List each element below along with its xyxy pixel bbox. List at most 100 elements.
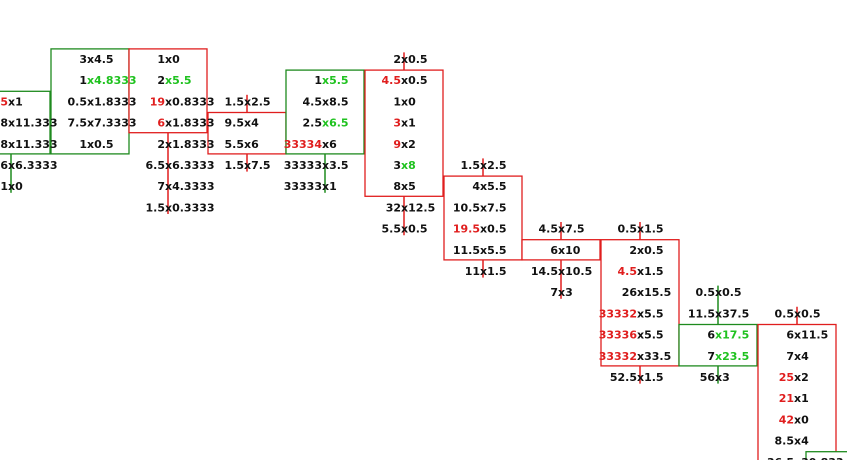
ask-volume-label: x6 (244, 138, 259, 151)
ask-volume-label: x1 (401, 117, 416, 130)
ask-volume-label: x4 (244, 117, 259, 130)
ask-volume-label: x4 (794, 350, 809, 363)
bid-volume-label: 2 (393, 53, 401, 66)
ask-volume-label: x0.5 (401, 74, 428, 87)
bid-volume-label: 6 (550, 244, 558, 257)
bid-volume-label: 33332 (599, 307, 637, 320)
ask-volume-label: x4.3333 (165, 180, 215, 193)
bid-volume-label: 6 (157, 117, 165, 130)
bid-volume-label: 11 (465, 265, 480, 278)
bid-volume-label: 2 (157, 138, 165, 151)
ask-volume-label: x6.3333 (8, 159, 58, 172)
bid-volume-label: 26 (622, 286, 638, 299)
ask-volume-label: x3.5 (322, 159, 349, 172)
bid-volume-label: 3 (79, 53, 87, 66)
bid-volume-label: 14.5 (531, 265, 558, 278)
bid-volume-label: 2 (629, 244, 637, 257)
ask-volume-label: x11.333 (8, 138, 58, 151)
bid-volume-label: 8 (0, 117, 8, 130)
ask-volume-label: x11.333 (8, 117, 58, 130)
ask-volume-label: x5.5 (322, 74, 349, 87)
bid-volume-label: 7.5 (68, 117, 88, 130)
bid-volume-label: 4.5 (303, 95, 323, 108)
ask-volume-label: x3 (558, 286, 573, 299)
ask-volume-label: x11.5 (794, 329, 828, 342)
ask-volume-label: x3 (715, 371, 730, 384)
candle-body (50, 48, 130, 155)
bid-volume-label: 19 (150, 95, 165, 108)
bid-volume-label: 1 (79, 138, 87, 151)
bid-volume-label: 8 (393, 180, 401, 193)
candle-body (678, 323, 758, 367)
bid-volume-label: 7 (157, 180, 165, 193)
bid-volume-label: 21 (779, 392, 794, 405)
bid-volume-label: 33333 (284, 159, 322, 172)
ask-volume-label: x4.8333 (87, 74, 137, 87)
bid-volume-label: 56 (700, 371, 716, 384)
ask-volume-label: x5 (401, 180, 416, 193)
bid-volume-label: 1 (157, 53, 165, 66)
bid-volume-label: 25 (779, 371, 794, 384)
ask-volume-label: x0.5 (715, 286, 742, 299)
ask-volume-label: x5.5 (637, 307, 664, 320)
ask-volume-label: x2 (401, 138, 416, 151)
ask-volume-label: x1.5 (637, 223, 664, 236)
ask-volume-label: x1.8333 (165, 117, 215, 130)
bid-volume-label: 5 (0, 95, 8, 108)
ask-volume-label: x30.833 (794, 456, 844, 460)
bid-volume-label: 4.5 (539, 223, 559, 236)
bid-volume-label: 2 (157, 74, 165, 87)
candle-body (805, 451, 847, 460)
ask-volume-label: x1 (322, 180, 337, 193)
ask-volume-label: x1 (8, 95, 23, 108)
bid-volume-label: 0.5 (68, 95, 88, 108)
bid-volume-label: 1.5 (225, 159, 245, 172)
bid-volume-label: 33333 (284, 180, 322, 193)
ask-volume-label: x1.5 (637, 371, 664, 384)
bid-volume-label: 1 (314, 74, 322, 87)
ask-volume-label: x8 (401, 159, 416, 172)
ask-volume-label: x10 (558, 244, 581, 257)
bid-volume-label: 33334 (284, 138, 323, 151)
bid-volume-label: 1.5 (225, 95, 245, 108)
ask-volume-label: x0.5 (401, 53, 428, 66)
ask-volume-label: x0 (8, 180, 23, 193)
ask-volume-label: x7.5 (480, 201, 507, 214)
bid-volume-label: 0.5 (775, 307, 795, 320)
bid-volume-label: 10.5 (453, 201, 480, 214)
ask-volume-label: x0.5 (480, 223, 507, 236)
bid-volume-label: 1 (393, 95, 401, 108)
bid-volume-label: 33336 (599, 329, 638, 342)
ask-volume-label: x7.3333 (87, 117, 137, 130)
bid-volume-label: 5.5 (382, 223, 402, 236)
ask-volume-label: x4.5 (87, 53, 114, 66)
ask-volume-label: x1.8333 (165, 138, 215, 151)
ask-volume-label: x8.5 (322, 95, 349, 108)
bid-volume-label: 19.5 (453, 223, 480, 236)
bid-volume-label: 4.5 (618, 265, 638, 278)
ask-volume-label: x2 (794, 371, 809, 384)
bid-volume-label: 2.5 (303, 117, 323, 130)
bid-volume-label: 42 (779, 413, 794, 426)
bid-volume-label: 4 (472, 180, 480, 193)
ask-volume-label: x2.5 (480, 159, 507, 172)
bid-volume-label: 9 (393, 138, 401, 151)
bid-volume-label: 1.5 (461, 159, 481, 172)
ask-volume-label: x37.5 (715, 307, 749, 320)
bid-volume-label: 6 (707, 329, 715, 342)
ask-volume-label: x15.5 (637, 286, 671, 299)
ask-volume-label: x12.5 (401, 201, 435, 214)
bid-volume-label: 3 (393, 117, 401, 130)
ask-volume-label: x23.5 (715, 350, 749, 363)
ask-volume-label: x0.5 (87, 138, 114, 151)
candle-body (128, 48, 208, 134)
bid-volume-label: 3 (393, 159, 401, 172)
bid-volume-label: 11.5 (688, 307, 715, 320)
bid-volume-label: 7 (550, 286, 558, 299)
ask-volume-label: x10.5 (558, 265, 592, 278)
ask-volume-label: x2.5 (244, 95, 271, 108)
ask-volume-label: x0.5 (637, 244, 664, 257)
bid-volume-label: 8.5 (775, 435, 795, 448)
